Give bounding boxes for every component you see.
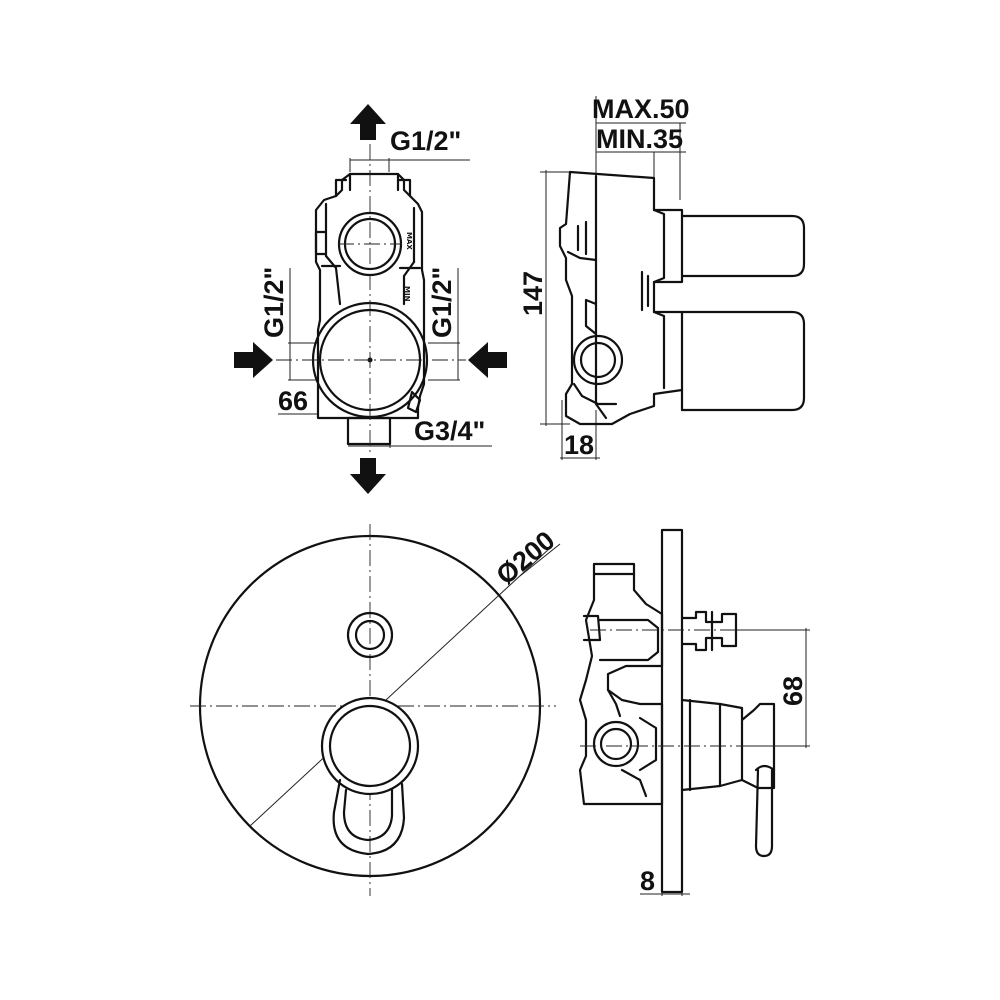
spacing-68-label: 68 xyxy=(778,676,808,706)
installed-lever-body xyxy=(680,698,722,792)
min-marking: MIN xyxy=(403,286,411,302)
body-side-view: MAX.50 MIN.35 147 18 xyxy=(518,94,806,460)
inlet-left-arrow xyxy=(234,342,273,378)
diameter-label: Ø200 xyxy=(491,525,561,590)
installed-side-view: 68 8 xyxy=(578,528,810,896)
diverter-knob xyxy=(346,611,394,659)
plate-front-view: Ø200 xyxy=(190,524,560,896)
outlet-down-arrow xyxy=(350,458,386,494)
inlet-right-thread-label: G1/2" xyxy=(427,267,457,338)
body-outline xyxy=(314,172,426,420)
lever-handle-base xyxy=(320,696,420,796)
lever-handle xyxy=(332,778,406,856)
outlet-top-thread-label: G1/2" xyxy=(390,126,461,156)
side-body-outline xyxy=(558,170,684,426)
installed-body-outline xyxy=(578,562,664,806)
installed-inlet-port xyxy=(592,720,640,768)
wall-plate xyxy=(660,528,684,894)
outlet-up-arrow xyxy=(350,104,386,140)
outlet-bottom-thread-label: G3/4" xyxy=(414,416,485,446)
installed-diverter-stem xyxy=(680,610,738,652)
height-147-label: 147 xyxy=(518,271,548,316)
inlet-left-thread-label: G1/2" xyxy=(259,267,289,338)
body-front-view: MAX MIN G1/2" G1/2" G1/2" 66 G3/4" xyxy=(234,104,507,494)
depth-min-label: MIN.35 xyxy=(596,124,683,154)
side-inlet-port xyxy=(572,334,624,386)
width-66-label: 66 xyxy=(278,386,308,416)
installed-lever-handle xyxy=(754,768,774,858)
offset-18-label: 18 xyxy=(564,430,594,460)
plate-thickness-label: 8 xyxy=(640,866,655,896)
inlet-right-arrow xyxy=(468,342,507,378)
max-marking: MAX xyxy=(405,232,413,250)
side-upper-stub xyxy=(680,214,806,278)
side-lower-stub xyxy=(680,310,806,412)
depth-max-label: MAX.50 xyxy=(592,94,690,124)
